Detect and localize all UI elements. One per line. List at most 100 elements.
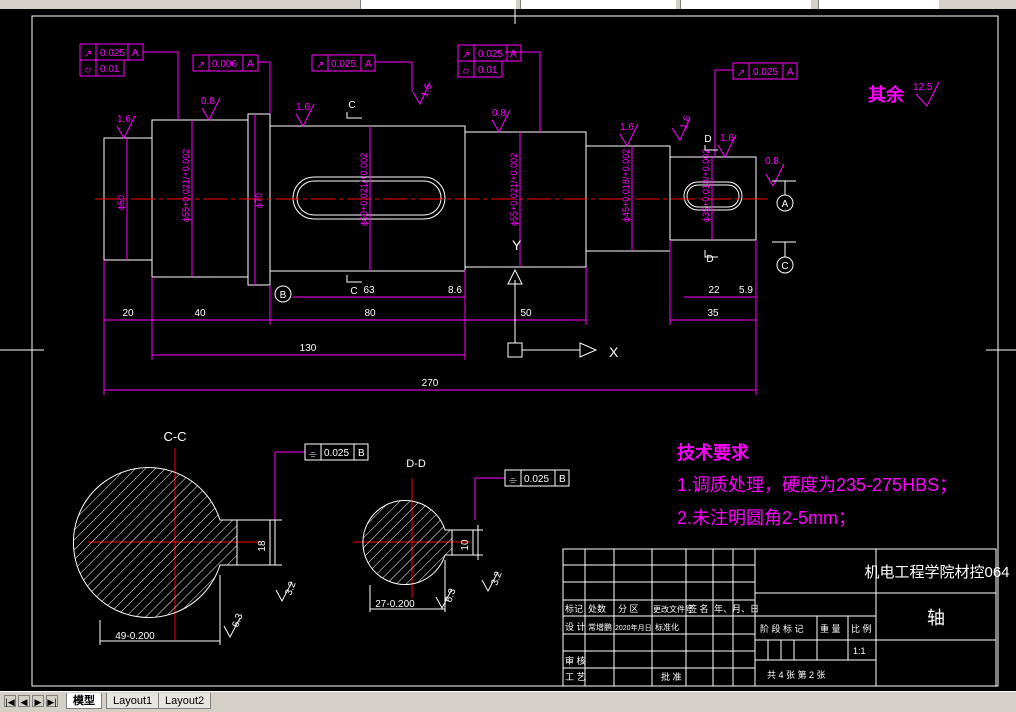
- dim-text: 35: [707, 308, 719, 319]
- svg-text:⌯: ⌯: [509, 475, 517, 486]
- next-tab-button[interactable]: ▶: [32, 695, 44, 707]
- gdt-frame-2: ↗ 0.006 A: [192, 54, 259, 72]
- datum-label: B: [280, 290, 287, 301]
- gdt-frame-dd: ⌯ 0.025 B: [504, 469, 570, 487]
- tech-req-line: 1.调质处理，硬度为235-275HBS；: [677, 475, 957, 495]
- svg-text:↗: ↗: [197, 60, 205, 71]
- datum-label: A: [782, 199, 789, 210]
- tech-req-title: 技术要求: [677, 442, 750, 463]
- gdt-ref: B: [358, 448, 365, 459]
- ucs-y-label: Y: [512, 237, 522, 253]
- svg-text:⌭: ⌭: [462, 66, 470, 77]
- tb-stage-label: 阶 段 标 记: [760, 623, 804, 634]
- tb-header: 年、月、日: [714, 603, 759, 614]
- drawing-canvas[interactable]: ↗ ⌭ 0.025 A 0.01 ↗ 0.006 A ↗ 0.025 A: [0, 9, 1016, 691]
- tab-layout2[interactable]: Layout2: [158, 693, 212, 709]
- dim-text: 5.9: [739, 285, 753, 296]
- dim-text: 80: [364, 308, 376, 319]
- tb-date: 2020年月日: [615, 623, 652, 632]
- tb-design-label: 设 计: [565, 621, 586, 632]
- gdt-value: 0.025: [100, 48, 125, 59]
- svg-text:↗: ↗: [462, 50, 470, 61]
- dim-text: 40: [194, 308, 206, 319]
- roughness-value: 1.6: [296, 102, 310, 113]
- roughness-value: 0.8: [492, 108, 506, 119]
- tech-req-line: 2.未注明圆角2-5mm；: [677, 508, 856, 528]
- dimension-lines: [103, 114, 757, 395]
- gdt-value: 0.025: [478, 49, 503, 60]
- toolbar-dropdown[interactable]: [818, 0, 939, 9]
- diameter-text: ϕ55+0.021/+0.002: [181, 149, 191, 222]
- other-roughness-label: 其余: [868, 84, 905, 105]
- tb-scale-value: 1:1: [853, 646, 866, 656]
- gdt-frame-1: ↗ ⌭ 0.025 A 0.01: [79, 43, 144, 77]
- roughness-value: 1.6: [620, 122, 634, 133]
- toolbar-dropdown[interactable]: [360, 0, 516, 9]
- ucs-x-label: X: [609, 344, 619, 360]
- diameter-text: ϕ55+0.021/+0.002: [509, 153, 519, 226]
- tb-approve-label: 批 准: [661, 671, 682, 682]
- tab-model[interactable]: 模型: [66, 693, 102, 709]
- dim-text: 270: [422, 378, 439, 389]
- roughness-symbols: 1.6 0.8 1.6 1.6 0.8 1.6 1.6 1.6 0.8 12.5…: [116, 81, 940, 639]
- last-tab-button[interactable]: ▶|: [46, 695, 58, 707]
- diameter-text: ϕ60+0.021/+0.002: [359, 153, 369, 226]
- first-tab-button[interactable]: |◀: [4, 695, 16, 707]
- roughness-value: 12.5: [913, 82, 933, 93]
- roughness-value: 1.6: [117, 114, 131, 125]
- roughness-value: 6.3: [230, 612, 245, 629]
- length-dims: 20 40 80 50 35 130 270 63 8.6 22 5.9 18 …: [115, 285, 753, 642]
- gdt-value: 0.01: [478, 65, 498, 76]
- toolbar-dropdown[interactable]: [520, 0, 676, 9]
- diameter-text: ϕ45+0.018/+0.002: [621, 149, 631, 222]
- section-label: D: [706, 254, 713, 265]
- roughness-value: 3.2: [489, 570, 504, 587]
- svg-text:↗: ↗: [316, 60, 324, 71]
- dim-text: 22: [708, 285, 720, 296]
- tb-sheets: 共 4 张 第 2 张: [767, 669, 826, 680]
- section-markers: [274, 112, 796, 303]
- view-title: D-D: [406, 458, 426, 470]
- roughness-value: 3.2: [283, 580, 298, 597]
- tb-scale-label: 比 例: [851, 623, 872, 634]
- dim-text: 49-0.200: [115, 631, 155, 642]
- tb-header: 更改文件号: [653, 604, 693, 614]
- diameter-text: ϕ35+0.018/+0.002: [701, 149, 711, 222]
- diameter-text: ϕ70: [254, 193, 264, 208]
- gdt-ref: A: [132, 48, 139, 59]
- gdt-frame-cc: ⌯ 0.025 B: [304, 443, 369, 461]
- layout-tab-bar: |◀ ◀ ▶ ▶| 模型 Layout1 Layout2: [0, 691, 1016, 712]
- roughness-value: 1.6: [678, 114, 693, 131]
- gdt-frame-4: ↗ ⌭ 0.025 A 0.01: [457, 44, 522, 78]
- svg-text:↗: ↗: [84, 49, 92, 60]
- section-labels: C C D D A B C: [280, 100, 789, 301]
- gdt-frames: ↗ ⌭ 0.025 A 0.01 ↗ 0.006 A ↗ 0.025 A: [79, 43, 798, 487]
- prev-tab-button[interactable]: ◀: [18, 695, 30, 707]
- tab-layout1[interactable]: Layout1: [106, 693, 160, 709]
- gdt-frame-3: ↗ 0.025 A: [311, 54, 376, 72]
- svg-text:⌭: ⌭: [84, 65, 92, 76]
- datum-label: C: [781, 261, 788, 272]
- roughness-value: 1.6: [419, 82, 434, 99]
- svg-text:↗: ↗: [737, 68, 745, 79]
- roughness-value: 0.8: [201, 96, 215, 107]
- gdt-value: 0.025: [524, 474, 549, 485]
- section-label: D: [704, 134, 711, 145]
- gdt-value: 0.006: [212, 59, 237, 70]
- part-name: 轴: [927, 608, 945, 628]
- diameter-labels: ϕ50 ϕ55+0.021/+0.002 ϕ70 ϕ60+0.021/+0.00…: [116, 149, 711, 226]
- tb-designer: 常增鹏: [588, 622, 612, 632]
- dim-text: 63: [363, 285, 375, 296]
- section-label: C: [350, 286, 357, 297]
- section-dd: [362, 500, 483, 612]
- tb-std-label: 标准化: [655, 622, 679, 632]
- tb-weight-label: 重 量: [820, 623, 841, 634]
- roughness-value: 6.3: [443, 587, 458, 604]
- school-label: 机电工程学院材控064: [864, 563, 1009, 581]
- dim-text: 27-0.200: [375, 599, 415, 610]
- dim-text: 130: [300, 343, 317, 354]
- toolbar-dropdown[interactable]: [680, 0, 811, 9]
- tb-header: 签 名: [688, 603, 709, 614]
- diameter-text: ϕ50: [116, 195, 126, 210]
- tb-process-label: 工 艺: [565, 672, 586, 682]
